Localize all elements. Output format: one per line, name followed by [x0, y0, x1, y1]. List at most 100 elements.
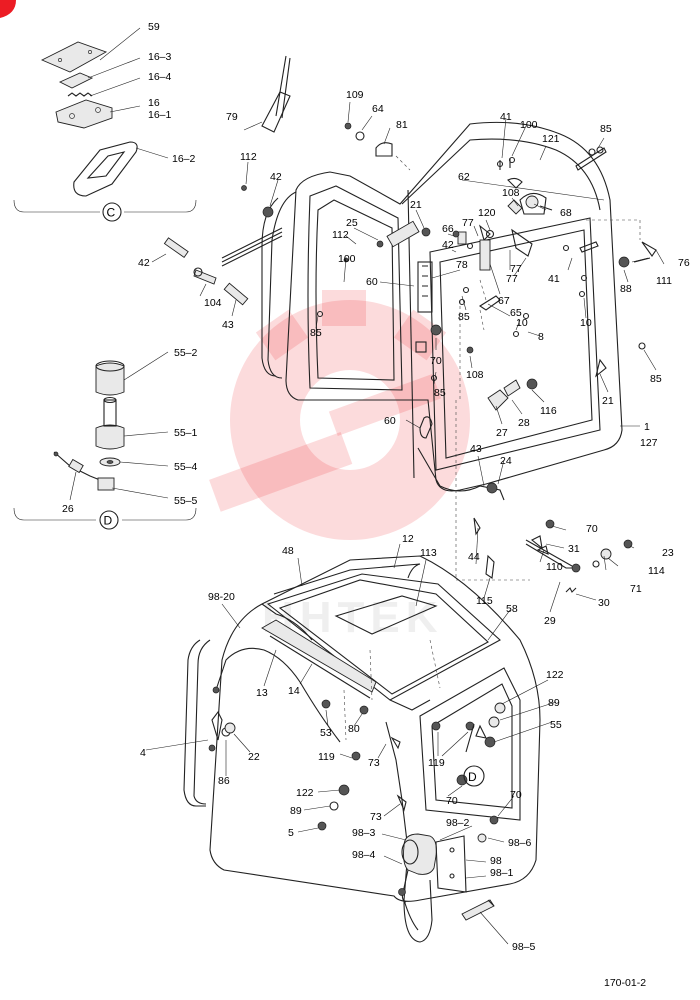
part-16-4-spring — [67, 92, 93, 97]
callout-66: 66 — [442, 223, 454, 235]
leader-lines-upper — [243, 101, 665, 487]
callout-71: 71 — [630, 583, 642, 595]
callout-98-5: 98–5 — [512, 941, 536, 953]
callout-98-4: 98–4 — [352, 849, 376, 861]
callout-104: 104 — [204, 297, 222, 309]
detail-c-circle — [102, 202, 122, 222]
callout-113: 113 — [420, 547, 437, 559]
callout-55-1: 55–1 — [174, 427, 198, 439]
cab-frame-lower — [183, 519, 633, 943]
callout-121: 121 — [542, 133, 560, 145]
detail-d-circle — [99, 510, 119, 530]
callout-21-top: 21 — [410, 199, 422, 211]
callout-labels: 59 16–3 16–4 16 16–1 16–2 79 109 64 81 4… — [62, 21, 690, 953]
callout-73-low: 73 — [370, 811, 382, 823]
callout-112-left: 112 — [240, 151, 257, 163]
callout-55-5: 55–5 — [174, 495, 198, 507]
part-16-2-handle — [73, 141, 138, 197]
callout-78: 78 — [456, 259, 468, 271]
callout-85-mid: 85 — [458, 311, 470, 323]
callout-31: 31 — [568, 543, 580, 555]
callout-16-1: 16–1 — [148, 109, 172, 121]
callout-42-pins: 42 — [138, 257, 150, 269]
callout-48: 48 — [282, 545, 294, 557]
detail-markers: C D D — [99, 202, 485, 787]
callout-27: 27 — [496, 427, 508, 439]
part-59-plate — [40, 41, 108, 73]
callout-55-4: 55–4 — [174, 461, 198, 473]
callout-98-20: 98-20 — [208, 591, 235, 603]
callout-122-left: 122 — [296, 787, 314, 799]
callout-10-mid: 10 — [516, 317, 528, 329]
callout-25: 25 — [346, 217, 358, 229]
drawing-id: 170-01-2 — [604, 977, 646, 989]
part-81-dome — [375, 142, 393, 157]
callout-80: 80 — [348, 723, 360, 735]
callout-16-3: 16–3 — [148, 51, 172, 63]
callout-16-2: 16–2 — [172, 153, 196, 165]
callout-16-4: 16–4 — [148, 71, 172, 83]
callout-112-mid: 112 — [332, 229, 349, 241]
callout-120: 120 — [478, 207, 496, 219]
callout-24: 24 — [500, 455, 512, 467]
callout-85-right: 85 — [650, 373, 662, 385]
callout-85-left: 85 — [310, 327, 322, 339]
callout-1: 1 — [644, 421, 650, 433]
callout-89-right: 89 — [548, 697, 560, 709]
callout-58: 58 — [506, 603, 518, 615]
callout-70-right: 70 — [586, 523, 598, 535]
callout-109: 109 — [346, 89, 364, 101]
callout-55-right: 55 — [550, 719, 562, 731]
callout-89-left: 89 — [290, 805, 302, 817]
callout-98-1: 98–1 — [490, 867, 514, 879]
callout-13: 13 — [256, 687, 268, 699]
callout-100-mid: 100 — [338, 253, 356, 265]
part-55-5-sensor — [97, 477, 115, 491]
callout-77-right: 77 — [510, 263, 522, 275]
callout-77-top: 77 — [462, 217, 474, 229]
callout-29: 29 — [544, 615, 556, 627]
callout-98-3: 98–3 — [352, 827, 376, 839]
callout-77-mid: 77 — [506, 273, 518, 285]
callout-41-right: 41 — [548, 273, 560, 285]
callout-111: 111 — [656, 275, 672, 287]
detail-c-letter: C — [107, 206, 116, 220]
callout-4: 4 — [140, 747, 146, 759]
callout-127: 127 — [640, 437, 658, 449]
corner-tab — [0, 0, 16, 18]
detail-d-ref-letter: D — [468, 770, 477, 784]
callout-115: 115 — [476, 595, 493, 607]
callout-43-low: 43 — [470, 443, 482, 455]
callout-108-mid: 108 — [466, 369, 484, 381]
callout-22: 22 — [248, 751, 260, 763]
part-13-rail — [261, 619, 377, 693]
callout-98-6: 98–6 — [508, 837, 532, 849]
callout-76: 76 — [678, 257, 690, 269]
callout-12: 12 — [402, 533, 414, 545]
callout-119-left: 119 — [318, 751, 335, 763]
callout-42-mid: 42 — [442, 239, 454, 251]
part-29-rod — [525, 543, 574, 569]
leader-lines-lower — [145, 525, 635, 945]
cab-frame-upper — [241, 55, 657, 581]
part-16-bracket — [55, 99, 113, 129]
callout-85-low: 85 — [434, 387, 446, 399]
callout-79: 79 — [226, 111, 238, 123]
callout-68: 68 — [560, 207, 572, 219]
callout-98-2: 98–2 — [446, 817, 470, 829]
callout-116: 116 — [540, 405, 557, 417]
callout-70-mid: 70 — [446, 795, 458, 807]
callout-65: 65 — [510, 307, 522, 319]
callout-122-right: 122 — [546, 669, 564, 681]
callout-67: 67 — [498, 295, 510, 307]
callout-70-upper: 70 — [430, 355, 442, 367]
callout-30: 30 — [598, 597, 610, 609]
callout-23: 23 — [662, 547, 674, 559]
callout-28: 28 — [518, 417, 530, 429]
part-55-1-damper — [95, 424, 125, 450]
callout-16: 16 — [148, 97, 160, 109]
callout-73-top: 73 — [368, 757, 380, 769]
callout-43-left: 43 — [222, 319, 234, 331]
callout-60-low: 60 — [384, 415, 396, 427]
callout-60-top: 60 — [366, 276, 378, 288]
